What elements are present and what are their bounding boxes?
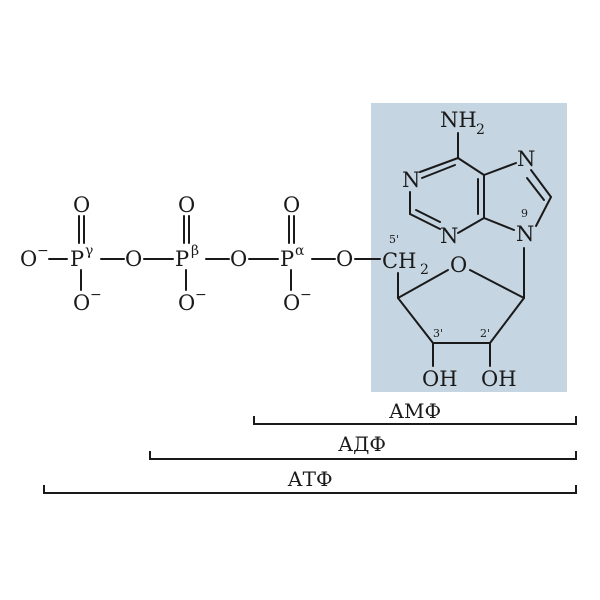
atom-pb-o-bottom: O [178,291,195,315]
bond-c6-n1-double [421,164,456,179]
atom-pg-o-top: O [73,193,90,217]
bond-c8-n9 [535,196,552,227]
bond-o4-c1 [469,269,525,299]
bracket-atp: АТФ [43,467,577,494]
atom-p-alpha: P [280,247,294,271]
bond-c2-n3 [409,213,441,230]
atom-n9: N [516,222,534,246]
bond-n7-c8-double [526,177,545,201]
atom-nh2: NH [440,108,477,132]
charge-pg-bottom: − [90,287,102,303]
bond-c5-n7 [483,162,517,176]
bond-c2-n3-double [415,209,441,223]
atom-pa-o-bottom: O [283,291,300,315]
atom-o5: O [336,247,353,271]
atom-pa-o-top: O [283,193,300,217]
bracket-label-adp: АДФ [338,432,386,456]
atom-n3: N [440,224,458,248]
bracket-adp: АДФ [149,432,577,460]
label-beta: β [191,243,199,259]
position-c3: 3' [433,327,443,340]
bracket-line-atp [43,485,577,494]
atom-ch2: CH [382,249,416,273]
phosphate-chain: O − P γ O O − O P β O O − O P α O [20,193,381,315]
atom-p-beta: P [175,247,189,271]
atom-pg-o-bottom: O [73,291,90,315]
bracket-label-amp: АМФ [389,399,441,423]
bracket-line-adp [149,451,577,460]
bond-c5-c6 [457,157,485,176]
charge-pa-bottom: − [300,287,312,303]
atom-n1: N [402,168,420,192]
atom-ch2-sub: 2 [420,262,429,278]
atom-oh-2: OH [481,367,517,391]
atom-p-gamma: P [70,247,84,271]
bracket-amp: АМФ [253,399,577,425]
bond-c6-n1 [419,157,459,173]
atom-nh2-sub: 2 [476,122,485,138]
atom-o-bridge-gb: O [125,247,142,271]
position-c5: 5' [389,233,399,246]
bond-n9-c4 [483,217,515,231]
charge-terminal: − [37,243,49,259]
atom-n7: N [517,147,535,171]
bond-c4-c3 [397,297,434,344]
bond-n7-c8 [530,169,552,198]
charge-pb-bottom: − [195,287,207,303]
ribose: 5' CH 2 O 3' 2' OH OH [382,233,525,391]
atom-o4: O [450,253,467,277]
adenosine-highlight [371,103,567,392]
atom-o-terminal: O [20,247,37,271]
label-alpha: α [295,243,305,259]
bond-n3-c4 [457,217,485,234]
atom-o-bridge-ba: O [230,247,247,271]
atom-oh-3: OH [422,367,458,391]
bracket-label-atp: АТФ [287,467,332,491]
bracket-line-amp [253,416,577,425]
bond-c4-o4 [397,269,449,299]
label-gamma: γ [85,243,93,259]
position-c2: 2' [480,327,490,340]
adenine: NH 2 N N N 9 N [402,108,552,248]
atom-pb-o-top: O [178,193,195,217]
bond-c2-c1 [489,297,525,344]
position-n9: 9 [521,207,528,220]
